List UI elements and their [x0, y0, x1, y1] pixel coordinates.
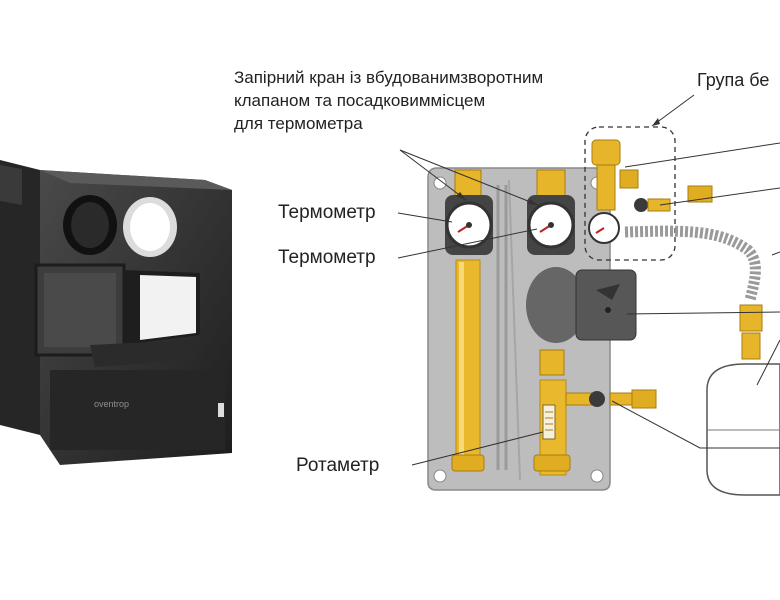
safety-group-label: Група бе [697, 70, 770, 90]
rotameter-label: Ротаметр [296, 455, 380, 476]
expansion-vessel [706, 363, 780, 496]
shutoff-valve-note: Запірний кран із вбудованимзворотним кла… [234, 66, 543, 135]
thermometer-label-1: Термометр [278, 202, 376, 223]
thermometer-right [527, 195, 575, 255]
thermometer-left [445, 195, 493, 255]
leader-lines [397, 94, 780, 466]
safety-valve [591, 139, 671, 212]
shutoff-valve-note-line-1: Запірний кран із вбудованимзворотним [234, 68, 544, 87]
pressure-gauge [588, 212, 620, 244]
circulation-pump [526, 267, 637, 343]
safety-group-box [584, 126, 676, 261]
insulation-shell-photo: oventrop [0, 160, 232, 465]
thermometer-label-2: Термометр [278, 247, 376, 268]
flexible-hose [624, 225, 761, 302]
shutoff-valve-note-line-2: клапаном та посадковиммісцем [234, 91, 486, 110]
brand-logo: oventrop [94, 399, 129, 409]
shutoff-valve-note-line-3: для термометра [234, 114, 363, 133]
rotameter [542, 404, 556, 440]
